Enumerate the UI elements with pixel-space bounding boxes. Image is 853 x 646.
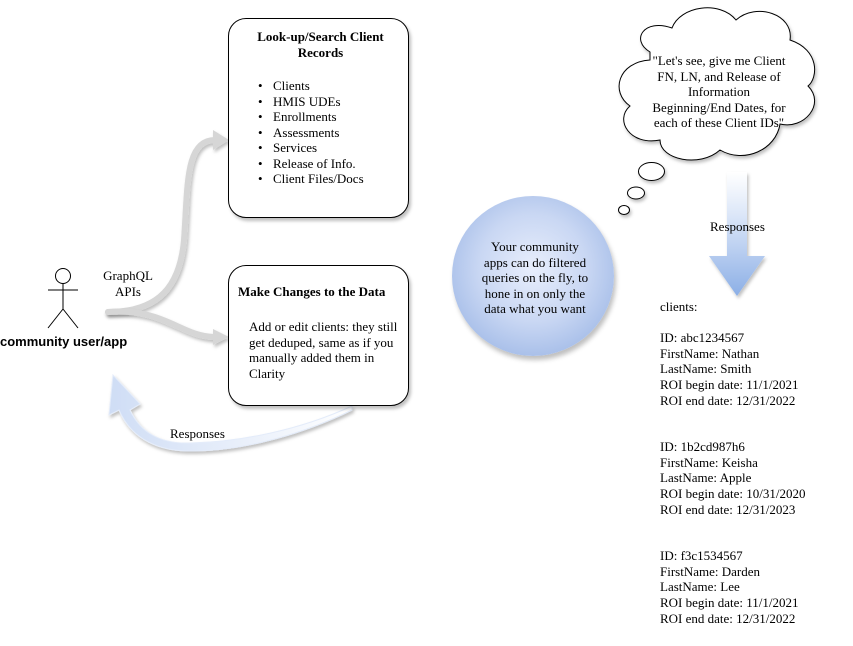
clients-header: clients:	[660, 299, 698, 314]
responses-down-label: Responses	[710, 219, 765, 234]
changes-box: Make Changes to the Data Add or edit cli…	[228, 265, 409, 406]
api-label: GraphQL APIs	[103, 268, 153, 299]
lookup-box: Look-up/Search Client Records •Clients •…	[228, 18, 409, 218]
actor-label: community user/app	[0, 334, 128, 349]
changes-box-body: Add or edit clients: they still get dedu…	[249, 319, 398, 381]
thought-bubble-text: "Let's see, give me Client FN, LN, and R…	[652, 53, 786, 131]
client-id: ID: f3c1534567	[660, 548, 743, 563]
client-id: ID: abc1234567	[660, 330, 745, 345]
thought-bubble-cloud	[618, 7, 815, 215]
client-roi-end: ROI end date: 12/31/2022	[660, 610, 796, 626]
client-roi-begin: ROI begin date: 11/1/2021	[660, 595, 799, 611]
client-roi-begin: ROI begin date: 11/1/2021	[660, 377, 799, 393]
client-last-name: LastName: Lee	[660, 579, 740, 595]
lookup-items-list: •Clients •HMIS UDEs •Enrollments •Assess…	[258, 78, 403, 187]
list-item: •Assessments	[258, 124, 340, 140]
list-item: •Enrollments	[258, 109, 337, 124]
lookup-box-title: Look-up/Search Client Records	[257, 29, 384, 60]
client-roi-begin: ROI begin date: 10/31/2020	[660, 486, 806, 502]
list-item: •Release of Info.	[258, 155, 356, 171]
responses-back-label: Responses	[170, 426, 225, 441]
list-item: •Client Files/Docs	[258, 171, 364, 186]
client-id: ID: 1b2cd987h6	[660, 439, 745, 454]
responses-down-arrow	[709, 172, 765, 296]
list-item: •HMIS UDEs	[258, 93, 341, 109]
client-roi-end: ROI end date: 12/31/2023	[660, 501, 796, 517]
actor-figure-icon	[47, 268, 79, 329]
client-first-name: FirstName: Keisha	[660, 454, 758, 470]
client-first-name: FirstName: Nathan	[660, 345, 760, 361]
client-last-name: LastName: Apple	[660, 470, 752, 486]
client-first-name: FirstName: Darden	[660, 563, 761, 579]
client-roi-end: ROI end date: 12/31/2022	[660, 392, 796, 408]
filter-circle	[452, 196, 614, 356]
list-item: •Services	[258, 140, 318, 155]
responses-back-arrow	[108, 373, 353, 452]
client-record: ID: f3c1534567 FirstName: Darden LastNam…	[660, 548, 799, 627]
list-item: •Clients	[258, 78, 310, 93]
client-record: ID: 1b2cd987h6 FirstName: Keisha LastNam…	[660, 439, 806, 518]
client-last-name: LastName: Smith	[660, 361, 752, 377]
arrow-to-lookup	[105, 130, 229, 315]
filter-circle-text: Your community apps can do filtered quer…	[481, 239, 589, 317]
client-record: ID: abc1234567 FirstName: Nathan LastNam…	[660, 330, 799, 409]
arrow-to-changes	[105, 308, 229, 345]
changes-box-title: Make Changes to the Data	[238, 284, 386, 299]
